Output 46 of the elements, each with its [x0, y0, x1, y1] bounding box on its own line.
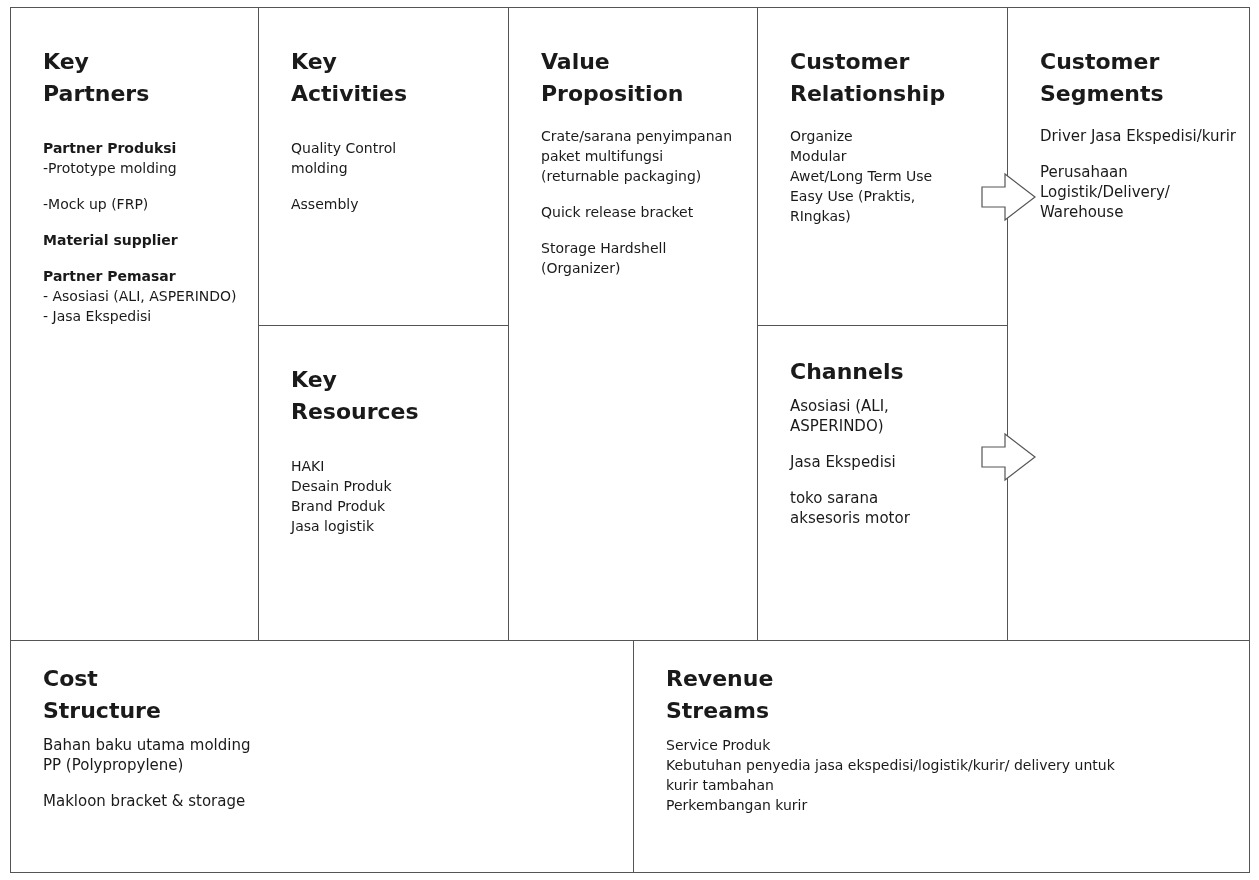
- block-heading: Cost Structure: [43, 665, 161, 725]
- block-text: Jasa logistik: [291, 517, 376, 536]
- block-text: Modular: [790, 147, 848, 166]
- block-heading: Customer Segments: [1040, 48, 1164, 108]
- block-text: Easy Use (Praktis, RIngkas): [790, 187, 917, 226]
- block-text: Assembly: [291, 195, 360, 214]
- block-text: Driver Jasa Ekspedisi/kurir: [1040, 126, 1237, 146]
- block-text: Quick release bracket: [541, 203, 695, 222]
- canvas-block: [633, 640, 1250, 873]
- block-text: Desain Produk: [291, 477, 393, 496]
- block-text: HAKI: [291, 457, 326, 476]
- block-text: Quality Control molding: [291, 139, 398, 178]
- block-text: Perusahaan Logistik/Delivery/ Warehouse: [1040, 162, 1171, 222]
- block-text: Organize: [790, 127, 854, 146]
- block-text: Service Produk: [666, 736, 772, 755]
- block-heading: Revenue Streams: [666, 665, 774, 725]
- block-arrow: [981, 172, 1036, 222]
- canvas-block: [1007, 7, 1250, 641]
- block-heading: Channels: [790, 358, 904, 386]
- block-heading: Key Partners: [43, 48, 150, 108]
- block-text: Partner Produksi: [43, 139, 178, 158]
- block-text: PP (Polypropylene): [43, 755, 185, 775]
- block-text: Kebutuhan penyedia jasa ekspedisi/logistik/kurir/ delivery untuk kurir tambahan: [666, 756, 1116, 795]
- block-text: -Mock up (FRP): [43, 195, 150, 214]
- block-text: Bahan baku utama molding: [43, 735, 252, 755]
- block-text: Partner Pemasar: [43, 267, 177, 286]
- block-heading: Key Activities: [291, 48, 408, 108]
- canvas-block: [10, 640, 634, 873]
- block-text: Perkembangan kurir: [666, 796, 809, 815]
- block-text: Jasa Ekspedisi: [790, 452, 897, 472]
- block-text: - Asosiasi (ALI, ASPERINDO): [43, 287, 238, 306]
- block-arrow: [981, 432, 1036, 482]
- block-heading: Key Resources: [291, 366, 419, 426]
- block-text: - Jasa Ekspedisi: [43, 307, 153, 326]
- block-text: Material supplier: [43, 231, 179, 250]
- block-heading: Value Proposition: [541, 48, 684, 108]
- block-text: Awet/Long Term Use: [790, 167, 934, 186]
- block-text: -Prototype molding: [43, 159, 178, 178]
- block-text: toko sarana aksesoris motor: [790, 488, 911, 528]
- canvas-block: [10, 7, 259, 641]
- block-heading: Customer Relationship: [790, 48, 946, 108]
- block-text: Storage Hardshell (Organizer): [541, 239, 668, 278]
- block-text: Crate/sarana penyimpanan paket multifungsi (returnable packaging): [541, 127, 734, 186]
- block-text: Asosiasi (ALI, ASPERINDO): [790, 396, 890, 436]
- block-text: Makloon bracket & storage: [43, 791, 247, 811]
- block-text: Brand Produk: [291, 497, 387, 516]
